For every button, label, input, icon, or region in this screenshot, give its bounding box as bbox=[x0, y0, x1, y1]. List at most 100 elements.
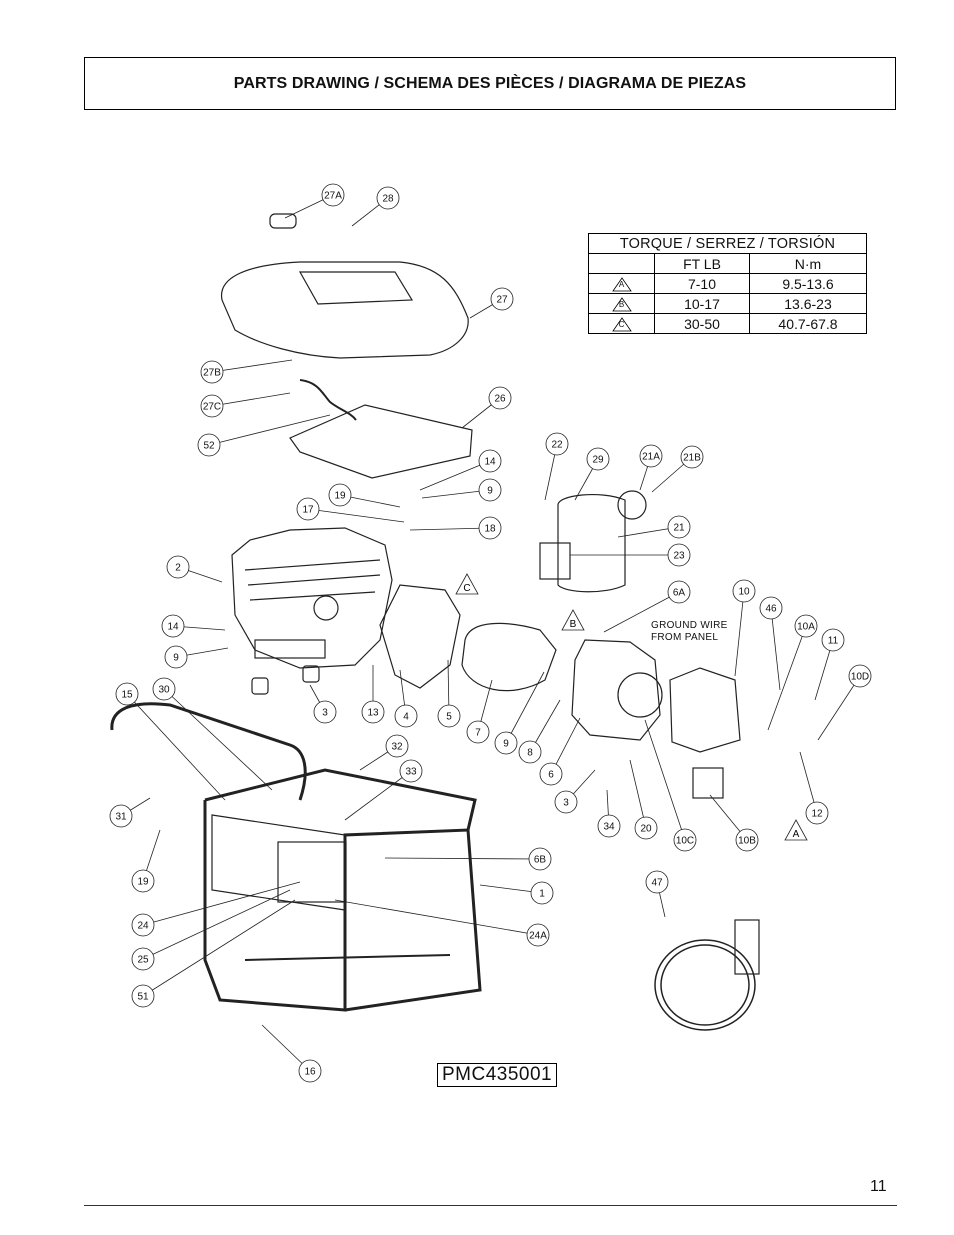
callout-13: 13 bbox=[361, 700, 385, 724]
callout-19: 19 bbox=[328, 483, 352, 507]
callout-32: 32 bbox=[385, 734, 409, 758]
callout-bubble bbox=[821, 628, 845, 652]
callout-label: 26 bbox=[494, 394, 506, 405]
callout-6: 6 bbox=[539, 762, 563, 786]
vibration-mount bbox=[251, 677, 269, 695]
callout-label: 9 bbox=[503, 739, 509, 750]
torque-row-nm: 40.7-67.8 bbox=[749, 313, 867, 334]
callout-bubble bbox=[526, 923, 550, 947]
callout-bubble bbox=[490, 287, 514, 311]
callout-bubble bbox=[200, 360, 224, 384]
callout-leader bbox=[770, 607, 781, 691]
callout-label: 2 bbox=[175, 563, 181, 574]
callout-16: 16 bbox=[298, 1059, 322, 1083]
fuel-tank-ridge bbox=[298, 271, 414, 305]
torque-row-ft: 7-10 bbox=[654, 273, 750, 294]
callout-bubble bbox=[321, 183, 345, 207]
callout-15: 15 bbox=[115, 682, 139, 706]
callout-47: 47 bbox=[645, 870, 669, 894]
callout-bubble bbox=[732, 579, 756, 603]
callout-bubble bbox=[385, 734, 409, 758]
callout-bubble bbox=[466, 720, 490, 744]
callout-24: 24 bbox=[131, 913, 155, 937]
control-box bbox=[669, 667, 741, 753]
callout-label: 19 bbox=[137, 877, 149, 888]
callout-label: 1 bbox=[539, 889, 545, 900]
callout-label: 29 bbox=[592, 455, 604, 466]
callout-label: 52 bbox=[203, 441, 215, 452]
callout-label: 30 bbox=[158, 685, 170, 696]
callout-label: 4 bbox=[403, 712, 409, 723]
vibration-mount bbox=[302, 665, 320, 683]
callout-leader bbox=[307, 508, 405, 523]
muffler-bracket bbox=[539, 542, 571, 580]
ground-wire-line-1: GROUND WIRE bbox=[651, 620, 728, 631]
callout-bubble bbox=[848, 664, 872, 688]
callout-leader bbox=[142, 899, 296, 997]
callout-label: 5 bbox=[446, 712, 452, 723]
callout-label: 6 bbox=[548, 770, 554, 781]
callout-bubble bbox=[361, 700, 385, 724]
callout-bubble bbox=[673, 828, 697, 852]
callout-label: 9 bbox=[173, 653, 179, 664]
callout-label: 16 bbox=[304, 1067, 316, 1078]
muffler-flange bbox=[617, 490, 647, 520]
callout-8: 8 bbox=[518, 740, 542, 764]
callout-label: 10B bbox=[738, 836, 756, 847]
callout-bubble bbox=[735, 828, 759, 852]
callout-18: 18 bbox=[478, 516, 502, 540]
callout-label: 19 bbox=[334, 491, 346, 502]
frame-tube bbox=[203, 800, 482, 1012]
callout-bubble bbox=[109, 804, 133, 828]
outlet-panel bbox=[277, 841, 347, 903]
callout-3: 3 bbox=[313, 700, 337, 724]
callout-bubble bbox=[131, 913, 155, 937]
callout-5: 5 bbox=[437, 704, 461, 728]
ground-wire-line-2: FROM PANEL bbox=[651, 632, 719, 643]
frame-handle bbox=[110, 702, 307, 801]
ground-wire-label: GROUND WIRE FROM PANEL bbox=[651, 620, 728, 644]
torque-row-ft: 30-50 bbox=[654, 313, 750, 334]
engine-block bbox=[231, 527, 393, 669]
callout-label: 6A bbox=[673, 588, 686, 599]
callout-bubble bbox=[200, 394, 224, 418]
callout-bubble bbox=[805, 801, 829, 825]
page-number: 11 bbox=[870, 1178, 887, 1195]
callout-bubble bbox=[131, 869, 155, 893]
callout-label: 23 bbox=[673, 551, 685, 562]
callout-label: 27C bbox=[203, 402, 221, 413]
callout-31: 31 bbox=[109, 804, 133, 828]
callout-label: 31 bbox=[115, 812, 127, 823]
callout-leader bbox=[419, 460, 491, 491]
callout-bubble bbox=[634, 816, 658, 840]
callout-leader bbox=[629, 759, 647, 829]
callout-14: 14 bbox=[478, 449, 502, 473]
callout-1: 1 bbox=[530, 881, 554, 905]
callout-label: 7 bbox=[475, 728, 481, 739]
callout-10B: 10B bbox=[735, 828, 759, 852]
callout-label: 15 bbox=[121, 690, 133, 701]
rotor bbox=[461, 622, 557, 692]
callout-label: 34 bbox=[603, 822, 615, 833]
callout-label: 20 bbox=[640, 824, 652, 835]
torque-marker-label: A bbox=[793, 829, 800, 840]
callout-10D: 10D bbox=[848, 664, 872, 688]
callout-bubble bbox=[152, 677, 176, 701]
callout-label: 14 bbox=[167, 622, 179, 633]
ground-plate bbox=[692, 767, 724, 799]
triangle-icon: B bbox=[611, 297, 632, 312]
callout-26: 26 bbox=[488, 386, 512, 410]
callout-label: 25 bbox=[137, 955, 149, 966]
callout-leader bbox=[734, 590, 745, 677]
callout-bubble bbox=[166, 555, 190, 579]
callout-label: 9 bbox=[487, 486, 493, 497]
callout-2: 2 bbox=[166, 555, 190, 579]
callout-46: 46 bbox=[759, 596, 783, 620]
callout-label: 46 bbox=[765, 604, 777, 615]
callout-10C: 10C bbox=[673, 828, 697, 852]
callout-27B: 27B bbox=[200, 360, 224, 384]
callout-leader bbox=[421, 489, 491, 499]
engine-crankshaft bbox=[313, 595, 339, 621]
callout-bubble bbox=[296, 497, 320, 521]
